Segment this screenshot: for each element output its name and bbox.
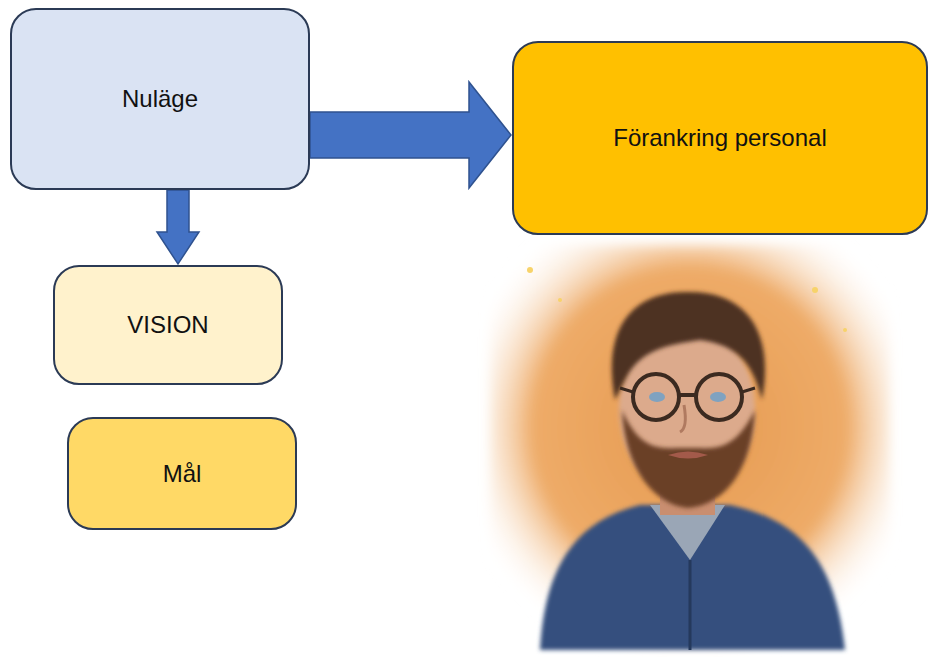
eye: [710, 392, 726, 402]
box-label: Förankring personal: [613, 124, 826, 152]
portrait: [490, 245, 890, 650]
glasses-lens: [633, 374, 679, 420]
nose: [680, 405, 685, 432]
box-label: Nuläge: [122, 85, 198, 113]
vest: [540, 505, 845, 650]
process-box: Nuläge: [10, 8, 310, 190]
block-arrow: [310, 82, 511, 188]
portrait-background: [490, 245, 890, 650]
process-box: VISION: [53, 265, 283, 385]
paint-speck: [812, 287, 818, 293]
glasses-lens: [696, 374, 742, 420]
glasses-temple: [620, 388, 755, 392]
eye: [649, 392, 665, 402]
process-box: Förankring personal: [512, 41, 928, 235]
vest-seam: [689, 560, 692, 650]
block-arrow: [157, 190, 199, 264]
glasses-bridge: [679, 393, 696, 397]
box-label: VISION: [127, 311, 208, 339]
beard: [622, 410, 755, 508]
paint-speck: [558, 298, 562, 302]
box-label: Mål: [163, 460, 202, 488]
paint-speck: [527, 267, 533, 273]
mouth: [668, 452, 708, 459]
process-box: Mål: [67, 417, 297, 530]
paint-speck: [843, 328, 847, 332]
